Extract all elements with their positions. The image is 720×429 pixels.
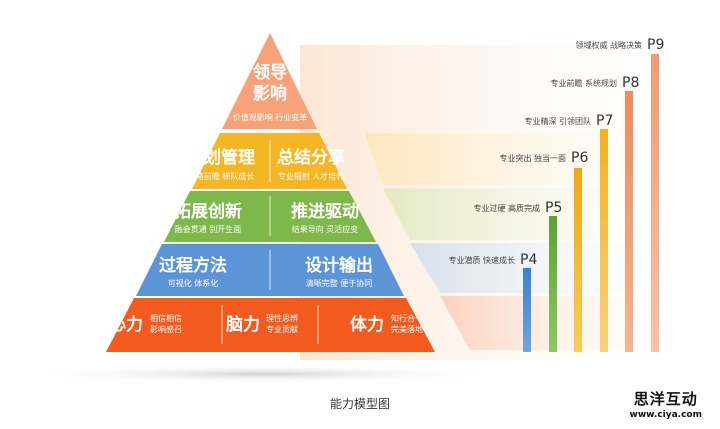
level-p8-code: P8 — [622, 75, 639, 91]
tier5-item1-sub1: 相信相信 — [150, 313, 182, 323]
brand-watermark: 思洋互动 www.ciya.com — [630, 388, 702, 420]
tier4-left-title: 过程方法 — [159, 255, 227, 276]
tier4-right-title: 设计输出 — [305, 255, 373, 276]
tier3-right-title: 推进驱动 — [291, 201, 359, 222]
tier2-left-subtitle: 战略前瞻 梯队成长 — [188, 171, 255, 181]
tier2-right-title: 总结分享 — [277, 147, 345, 168]
tier5-item3-sub1: 知行合一 — [391, 313, 423, 323]
figure-caption: 能力模型图 — [329, 397, 390, 411]
bar-p6 — [574, 168, 582, 352]
brand-url: www.ciya.com — [629, 410, 702, 420]
level-p8-text: 专业前瞻 系统规划 — [550, 78, 617, 88]
tier5-item2-title: 脑力 — [226, 314, 260, 335]
level-p9-text: 领域权威 战略决策 — [575, 40, 642, 50]
bar-p5 — [549, 216, 557, 352]
tier5-item2-sub2: 专业贡献 — [266, 324, 298, 334]
tier5-item1-title: 心力 — [109, 314, 143, 335]
bar-p4 — [523, 268, 531, 352]
tier2-right-subtitle: 专业辐射 人才培养 — [278, 171, 345, 181]
level-bars — [523, 54, 659, 352]
tier3-left-subtitle: 融会贯通 别开生面 — [175, 224, 242, 234]
tier5-shape — [106, 298, 435, 352]
tier1-title-line1: 领导 — [253, 62, 287, 83]
bar-p8 — [625, 91, 633, 352]
tier3-left-title: 拓展创新 — [174, 201, 242, 222]
tier4-right-subtitle: 清晰完整 便于协同 — [306, 278, 373, 288]
level-p7-text: 专业精深 引领团队 — [524, 116, 591, 126]
level-p4-text: 专业潜质 快速成长 — [448, 255, 515, 265]
level-labels: 专业潜质 快速成长 P4 专业过硬 高质完成 P5 专业突出 独当一面 P6 专… — [448, 37, 664, 268]
tier4-left-subtitle: 可视化 体系化 — [168, 278, 219, 288]
tier5-item3-sub2: 完美落地 — [391, 324, 423, 334]
tier2-left-title: 规划管理 — [187, 147, 255, 168]
level-p9-code: P9 — [647, 37, 664, 53]
tier5-item3-title: 体力 — [350, 314, 384, 335]
tier1-title-line2: 影响 — [253, 83, 287, 104]
level-p6-code: P6 — [571, 150, 588, 166]
level-p7-code: P7 — [596, 113, 613, 129]
tier5-item2-sub1: 理性思辨 — [266, 313, 298, 323]
bar-p7 — [600, 129, 608, 352]
tier1-subtitle: 价值观影响 行业变革 — [233, 112, 308, 122]
tier1-shape — [222, 33, 317, 129]
level-p6-text: 专业突出 独当一面 — [499, 153, 566, 163]
level-p5-code: P5 — [545, 200, 562, 216]
tier3-right-subtitle: 结果导向 灵活应变 — [292, 224, 359, 234]
level-p4-code: P4 — [520, 252, 537, 268]
pyramid: 领导 影响 价值观影响 行业变革 规划管理 战略前瞻 梯队成长 总结分享 专业辐… — [106, 33, 435, 352]
bar-p9 — [651, 54, 659, 352]
level-p5-text: 专业过硬 高质完成 — [473, 203, 540, 213]
brand-name: 思洋互动 — [633, 390, 698, 408]
tier5-item1-sub2: 影响感召 — [150, 324, 182, 334]
pyramid-shadow — [27, 365, 497, 383]
